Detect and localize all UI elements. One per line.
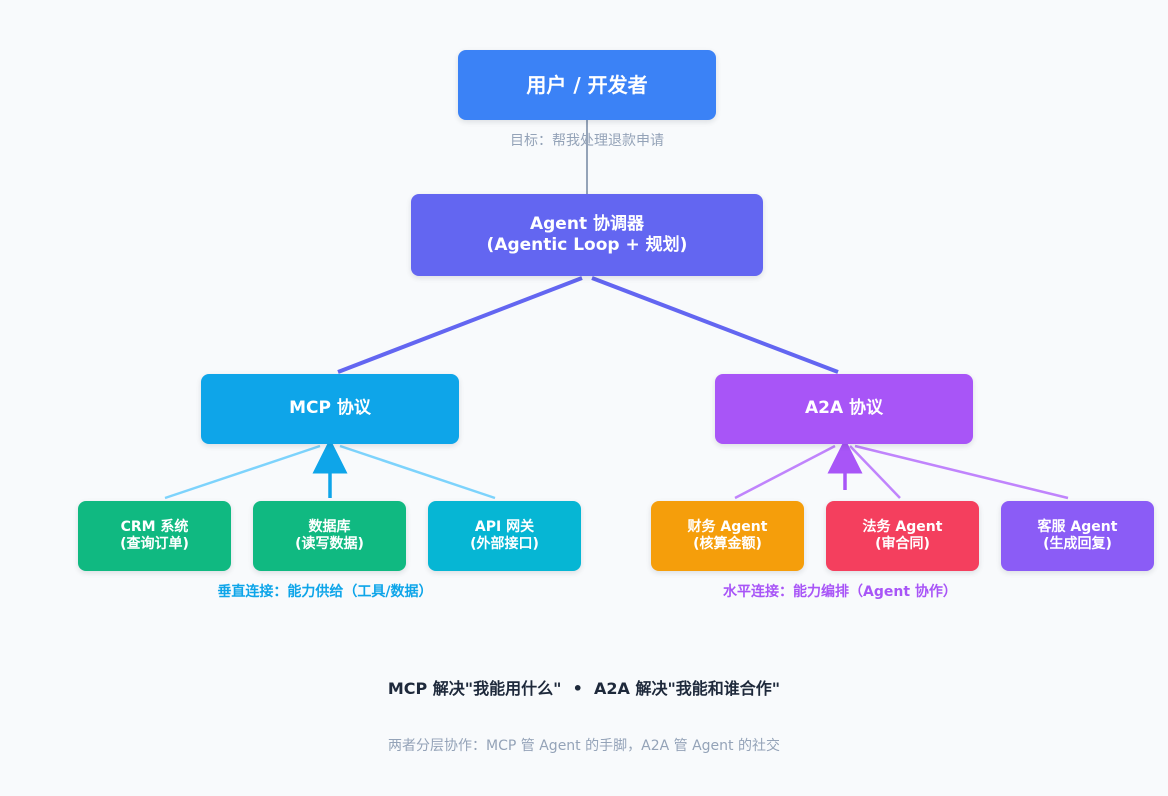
a2a-caption: 水平连接：能力编排（Agent 协作） xyxy=(723,584,957,600)
database-box: 数据库 (读写数据) xyxy=(253,501,406,571)
user-goal-text: 目标：帮我处理退款申请 xyxy=(510,133,664,149)
connector-a2a-finance xyxy=(734,444,836,500)
agent-coordinator-box: Agent 协调器 (Agentic Loop + 规划) xyxy=(411,194,763,276)
api-gateway-subtitle: (外部接口) xyxy=(470,536,539,552)
service-agent-subtitle: (生成回复) xyxy=(1043,536,1112,552)
mcp-protocol-box: MCP 协议 xyxy=(201,374,459,444)
crm-subtitle: (查询订单) xyxy=(120,536,189,552)
connector-a2a-legal xyxy=(849,445,901,499)
summary-text: MCP 解决"我能用什么" • A2A 解决"我能和谁合作" xyxy=(387,679,781,698)
legal-agent-title: 法务 Agent xyxy=(862,518,943,535)
database-subtitle: (读写数据) xyxy=(295,536,364,552)
service-agent-box: 客服 Agent (生成回复) xyxy=(1001,501,1154,571)
crm-title: CRM 系统 xyxy=(120,518,189,535)
coordinator-subtitle: (Agentic Loop + 规划) xyxy=(486,235,688,255)
database-title: 数据库 xyxy=(308,518,351,535)
connector-a2a-service xyxy=(854,444,1069,500)
legal-agent-subtitle: (审合同) xyxy=(875,536,930,552)
a2a-protocol-box: A2A 协议 xyxy=(715,374,973,444)
connector-mcp-api xyxy=(339,444,496,500)
mcp-protocol-label: MCP 协议 xyxy=(289,398,371,419)
connector-coordinator-mcp xyxy=(337,276,583,374)
legal-agent-box: 法务 Agent (审合同) xyxy=(826,501,979,571)
api-gateway-box: API 网关 (外部接口) xyxy=(428,501,581,571)
finance-agent-subtitle: (核算金额) xyxy=(693,536,762,552)
finance-agent-title: 财务 Agent xyxy=(687,518,768,535)
footnote-text: 两者分层协作：MCP 管 Agent 的手脚，A2A 管 Agent 的社交 xyxy=(388,738,780,754)
a2a-protocol-label: A2A 协议 xyxy=(804,398,884,419)
mcp-caption: 垂直连接：能力供给（工具/数据） xyxy=(217,584,433,600)
finance-agent-box: 财务 Agent (核算金额) xyxy=(651,501,804,571)
crm-system-box: CRM 系统 (查询订单) xyxy=(78,501,231,571)
connector-mcp-crm xyxy=(164,444,321,500)
connector-coordinator-a2a xyxy=(591,276,839,374)
service-agent-title: 客服 Agent xyxy=(1037,518,1118,535)
coordinator-title: Agent 协调器 xyxy=(529,213,644,234)
user-label: 用户 / 开发者 xyxy=(526,72,648,97)
user-box: 用户 / 开发者 xyxy=(458,50,716,120)
api-gateway-title: API 网关 xyxy=(474,518,535,535)
